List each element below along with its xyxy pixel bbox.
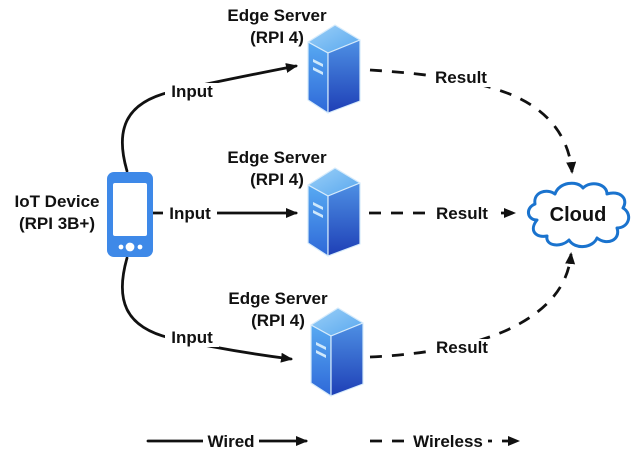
legend-wired-label-bg bbox=[203, 433, 259, 451]
edge-server-icon-1 bbox=[307, 24, 361, 114]
input-label-1-bg bbox=[165, 83, 219, 101]
edge-server-3-label-line2: (RPI 4) bbox=[251, 311, 305, 330]
result-label-3: Result bbox=[436, 338, 488, 357]
edge-server-icon-2 bbox=[307, 167, 361, 257]
legend: Wired Wireless bbox=[146, 432, 520, 451]
legend-wireless-label: Wireless bbox=[413, 432, 483, 451]
result-label-1-bg bbox=[429, 69, 493, 87]
edge-server-icon-3 bbox=[310, 307, 364, 397]
iot-device-label-line1: IoT Device bbox=[14, 192, 99, 211]
edge-server-1-label-line1: Edge Server bbox=[227, 6, 327, 25]
result-label-2: Result bbox=[436, 204, 488, 223]
input-label-3-bg bbox=[165, 329, 219, 347]
edge-server-3-label-line1: Edge Server bbox=[228, 289, 328, 308]
result-label-3-bg bbox=[430, 339, 494, 357]
input-label-3: Input bbox=[171, 328, 213, 347]
iot-device-label-line2: (RPI 3B+) bbox=[19, 214, 95, 233]
input-label-2: Input bbox=[169, 204, 211, 223]
input-label-2-bg bbox=[163, 205, 217, 223]
input-label-1: Input bbox=[171, 82, 213, 101]
cloud-label: Cloud bbox=[550, 204, 607, 226]
cloud-icon bbox=[527, 181, 631, 248]
edge-server-2-label-line1: Edge Server bbox=[227, 148, 327, 167]
edge-server-2-label-line2: (RPI 4) bbox=[250, 170, 304, 189]
wireless-result-arrow-1 bbox=[369, 68, 577, 174]
result-label-1: Result bbox=[435, 68, 487, 87]
edge-server-1-label-line2: (RPI 4) bbox=[250, 28, 304, 47]
legend-wireless-label-bg bbox=[408, 433, 488, 451]
wireless-result-arrow-3 bbox=[369, 252, 576, 359]
iot-device-icon bbox=[107, 172, 153, 257]
legend-wired-label: Wired bbox=[207, 432, 254, 451]
result-label-2-bg bbox=[430, 205, 494, 223]
